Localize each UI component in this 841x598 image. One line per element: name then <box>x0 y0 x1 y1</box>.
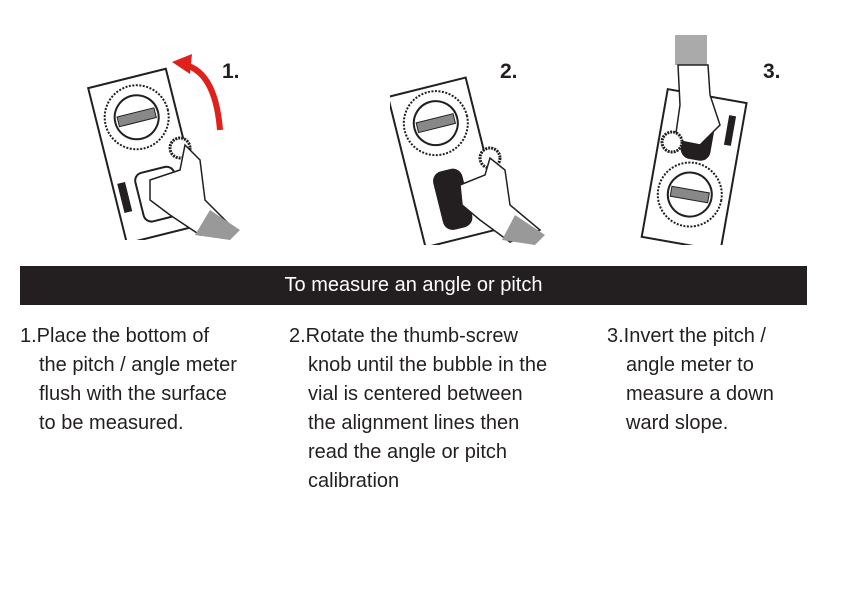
step-line: vial is centered between <box>308 383 523 405</box>
illustration-step-1 <box>86 54 240 240</box>
figure-number-2: 2. <box>500 60 518 83</box>
figure-number-1: 1. <box>222 60 240 83</box>
step-line: the alignment lines then <box>308 412 520 434</box>
illustration-step-2 <box>390 76 545 245</box>
step-line: to be measured. <box>39 412 184 434</box>
illustration-step-3 <box>640 35 748 245</box>
figure-number-3: 3. <box>763 60 781 83</box>
step-1-text: 1.Place the bottom of the pitch / angle … <box>20 322 237 438</box>
step-line: 2.Rotate the thumb-screw <box>289 325 518 347</box>
step-line: read the angle or pitch <box>308 441 508 463</box>
step-line: measure a down <box>626 383 774 405</box>
step-line: angle meter to <box>626 354 754 376</box>
bubble-vial <box>116 107 157 128</box>
step-2-text: 2.Rotate the thumb-screw knob until the … <box>289 322 547 496</box>
hand <box>674 64 721 146</box>
bubble-vial <box>669 185 710 204</box>
step-line: knob until the bubble in the <box>308 354 548 376</box>
thumb-screw-knob <box>660 130 684 154</box>
section-header: To measure an angle or pitch <box>20 266 807 305</box>
step-3-text: 3.Invert the pitch / angle meter to meas… <box>607 322 774 438</box>
step-line: the pitch / angle meter <box>39 354 237 376</box>
rotation-arrow <box>179 61 223 131</box>
bubble-vial <box>415 113 457 134</box>
step-line: flush with the surface <box>39 383 227 405</box>
step-line: 1.Place the bottom of <box>20 325 210 347</box>
step-line: ward slope. <box>626 412 729 434</box>
step-line: 3.Invert the pitch / <box>607 325 766 347</box>
step-line: calibration <box>308 470 400 492</box>
section-header-text: To measure an angle or pitch <box>284 274 543 296</box>
